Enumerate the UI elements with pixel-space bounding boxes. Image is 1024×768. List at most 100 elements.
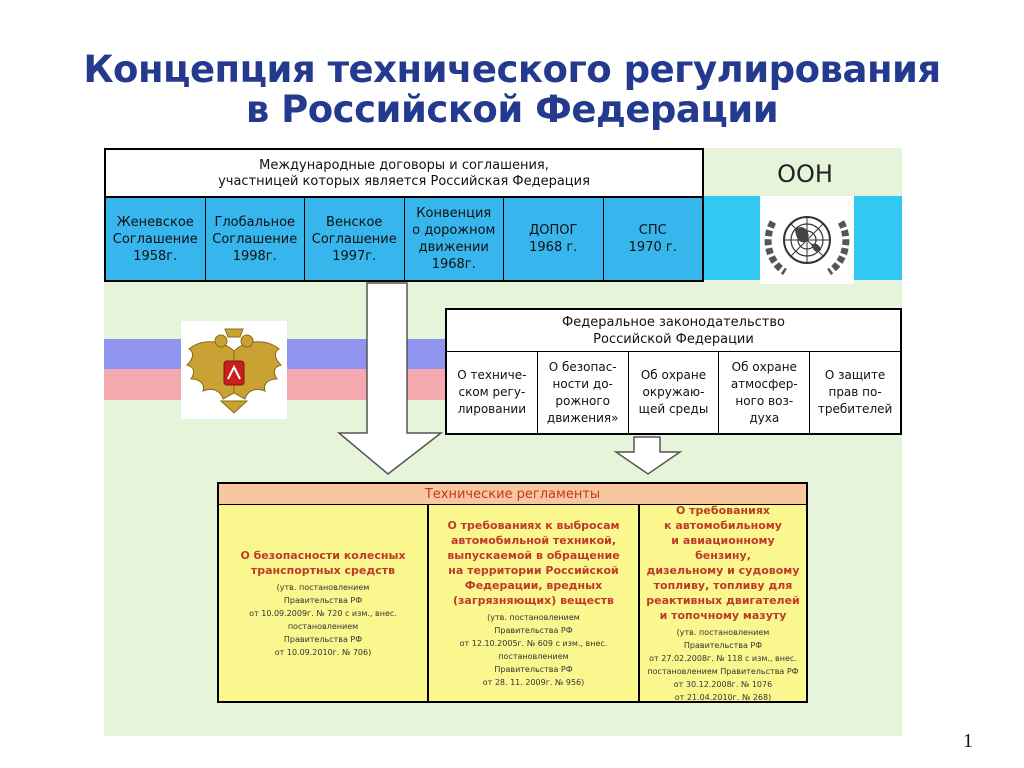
law-text: рожного <box>555 393 610 408</box>
agreement-text: 1970 г. <box>628 240 677 255</box>
agreement-text: СПС <box>638 223 667 238</box>
regulation-title-line: (загрязняющих) веществ <box>452 593 614 607</box>
agreement-road-traffic-convention: Конвенция о дорожном движении 1968г. <box>405 198 504 280</box>
law-text: ности до- <box>552 376 613 391</box>
page-title: Концепция технического регулирования в Р… <box>0 50 1024 130</box>
regulation-title-line: автомобильной техникой, <box>450 533 617 547</box>
law-text: ного воз- <box>735 393 794 408</box>
regulation-title: О безопасности колесных транспортных сре… <box>240 548 405 578</box>
law-environmental-protection: Об охране окружаю- щей среды <box>629 352 720 433</box>
regulation-source-line: (утв. постановлением <box>676 627 770 637</box>
regulation-title-line: и топочному мазуту <box>659 608 787 622</box>
technical-regulations-header: Технические регламенты <box>217 482 808 506</box>
regulation-vehicle-emissions: О требованиях к выбросам автомобильной т… <box>429 505 640 701</box>
regulation-source-line: (утв. постановлением <box>487 612 580 622</box>
law-text: лировании <box>457 402 527 416</box>
agreement-text: Соглашение <box>311 231 397 247</box>
agreement-text: Венское <box>326 214 383 230</box>
law-text: движения» <box>546 410 619 425</box>
un-emblem-icon <box>760 196 854 284</box>
regulation-source-line: постановлением Правительства РФ <box>647 666 799 676</box>
regulation-source-line: Правительства РФ <box>683 640 763 650</box>
federal-header-line-2: Российской Федерации <box>593 331 754 347</box>
regulation-title-line: и авиационному бензину, <box>671 533 775 562</box>
agreement-sps: СПС 1970 г. <box>604 198 703 280</box>
title-line-1: Концепция технического регулирования <box>83 48 941 91</box>
agreement-text: Соглашение <box>112 231 198 247</box>
regulation-source-line: от 30.12.2008г. № 1076 <box>673 679 773 689</box>
law-road-safety: О безопас- ности до- рожного движения» <box>538 352 629 433</box>
law-text: О техниче- <box>457 368 527 382</box>
regulation-source-line: постановлением <box>287 621 359 631</box>
regulation-source-line: постановлением <box>498 651 569 661</box>
regulation-fuel-requirements: О требованиях к автомобильному и авиацио… <box>640 503 806 704</box>
regulation-source-line: от 28. 11. 2009г. № 956) <box>482 677 585 687</box>
russian-coat-of-arms-icon <box>181 321 287 419</box>
agreement-text: 1968г. <box>431 257 476 272</box>
law-text: требителей <box>817 402 893 416</box>
agreement-text: Женевское <box>116 214 194 230</box>
regulation-title-line: О требованиях к выбросам <box>447 518 620 532</box>
agreement-text: 1958г. <box>133 248 178 264</box>
regulation-source-line: от 12.10.2005г. № 609 с изм., внес. <box>459 638 608 648</box>
regulation-source-line: Правительства РФ <box>283 595 363 605</box>
agreement-text: 1997г. <box>332 248 377 264</box>
agreement-text: движении <box>418 240 489 255</box>
law-text: духа <box>749 410 780 425</box>
regulation-title-line: к автомобильному <box>664 518 782 532</box>
international-agreements-row: Женевское Соглашение 1958г. Глобальное С… <box>104 196 704 282</box>
agreement-geneva: Женевское Соглашение 1958г. <box>106 198 206 280</box>
law-text: окружаю- <box>642 385 705 399</box>
agreement-vienna: Венское Соглашение 1997г. <box>305 198 405 280</box>
regulation-source-line: от 27.02.2008г. № 118 с изм., внес. <box>649 653 797 663</box>
regulation-source-line: Правительства РФ <box>283 634 363 644</box>
arrow-to-regulations-icon <box>336 282 444 475</box>
regulation-title-line: дизельному и судовому <box>646 563 800 577</box>
law-text: щей среды <box>638 402 709 416</box>
agreement-text: 1998г. <box>232 248 277 264</box>
title-line-2: в Российской Федерации <box>245 88 779 131</box>
regulation-vehicle-safety: О безопасности колесных транспортных сре… <box>219 505 429 701</box>
international-agreements-header: Международные договоры и соглашения, уча… <box>104 148 704 198</box>
regulation-title-line: реактивных двигателей <box>646 593 800 607</box>
agreement-adr: ДОПОГ 1968 г. <box>504 198 604 280</box>
agreement-text: о дорожном <box>412 223 496 238</box>
agreement-text: ДОПОГ <box>529 223 578 238</box>
law-text: ском регу- <box>458 385 526 399</box>
regulation-title-line: выпускаемой в обращение <box>447 548 620 562</box>
federal-laws-row: О техниче- ском регу- лировании О безопа… <box>445 352 902 435</box>
law-text: атмосфер- <box>730 376 798 391</box>
agreement-text: Соглашение <box>212 231 298 247</box>
intl-header-line-1: Международные договоры и соглашения, <box>259 158 549 173</box>
agreement-global: Глобальное Соглашение 1998г. <box>206 198 305 280</box>
regulation-source: (утв. постановлением Правительства РФ от… <box>647 626 798 704</box>
law-text: прав по- <box>828 385 882 399</box>
regulation-title-line: на территории Российской <box>448 563 619 577</box>
law-text: Об охране <box>640 368 707 382</box>
regulation-title-line: О требованиях <box>676 503 770 517</box>
federal-header-line-1: Федеральное законодательство <box>562 314 785 330</box>
federal-legislation-header: Федеральное законодательство Российской … <box>445 308 902 353</box>
law-air-protection: Об охране атмосфер- ного воз- духа <box>719 352 811 433</box>
regulation-source: (утв. постановлением Правительства РФ от… <box>460 611 608 689</box>
arrow-from-federal-icon <box>613 436 683 475</box>
agreement-text: Конвенция <box>416 206 492 221</box>
un-label: ООН <box>777 160 833 188</box>
technical-regulations-row: О безопасности колесных транспортных сре… <box>217 503 808 704</box>
agreement-text: 1968 г. <box>529 240 578 255</box>
law-text: О защите <box>824 368 886 382</box>
regulation-title-line: О безопасности колесных <box>240 548 406 562</box>
regulation-title: О требованиях к автомобильному и авиацио… <box>646 503 800 623</box>
intl-header-line-2: участницей которых является Российская Ф… <box>218 174 590 189</box>
regulation-source-line: (утв. постановлением <box>276 582 370 592</box>
regulation-source-line: от 10.09.2009г. № 720 с изм., внес. <box>249 608 397 618</box>
regulation-source-line: Правительства РФ <box>494 625 573 635</box>
regulation-source-line: от 10.09.2010г. № 706) <box>274 647 372 657</box>
law-technical-regulation: О техниче- ском регу- лировании <box>447 352 538 433</box>
regulation-source-line: от 21.04.2010г. № 268) <box>674 692 772 702</box>
page-number: 1 <box>963 730 973 752</box>
agreement-text: Глобальное <box>214 214 296 230</box>
regulation-title-line: топливу, топливу для <box>653 578 793 592</box>
law-text: О безопас- <box>548 359 617 374</box>
regulation-source: (утв. постановлением Правительства РФ от… <box>249 581 397 659</box>
